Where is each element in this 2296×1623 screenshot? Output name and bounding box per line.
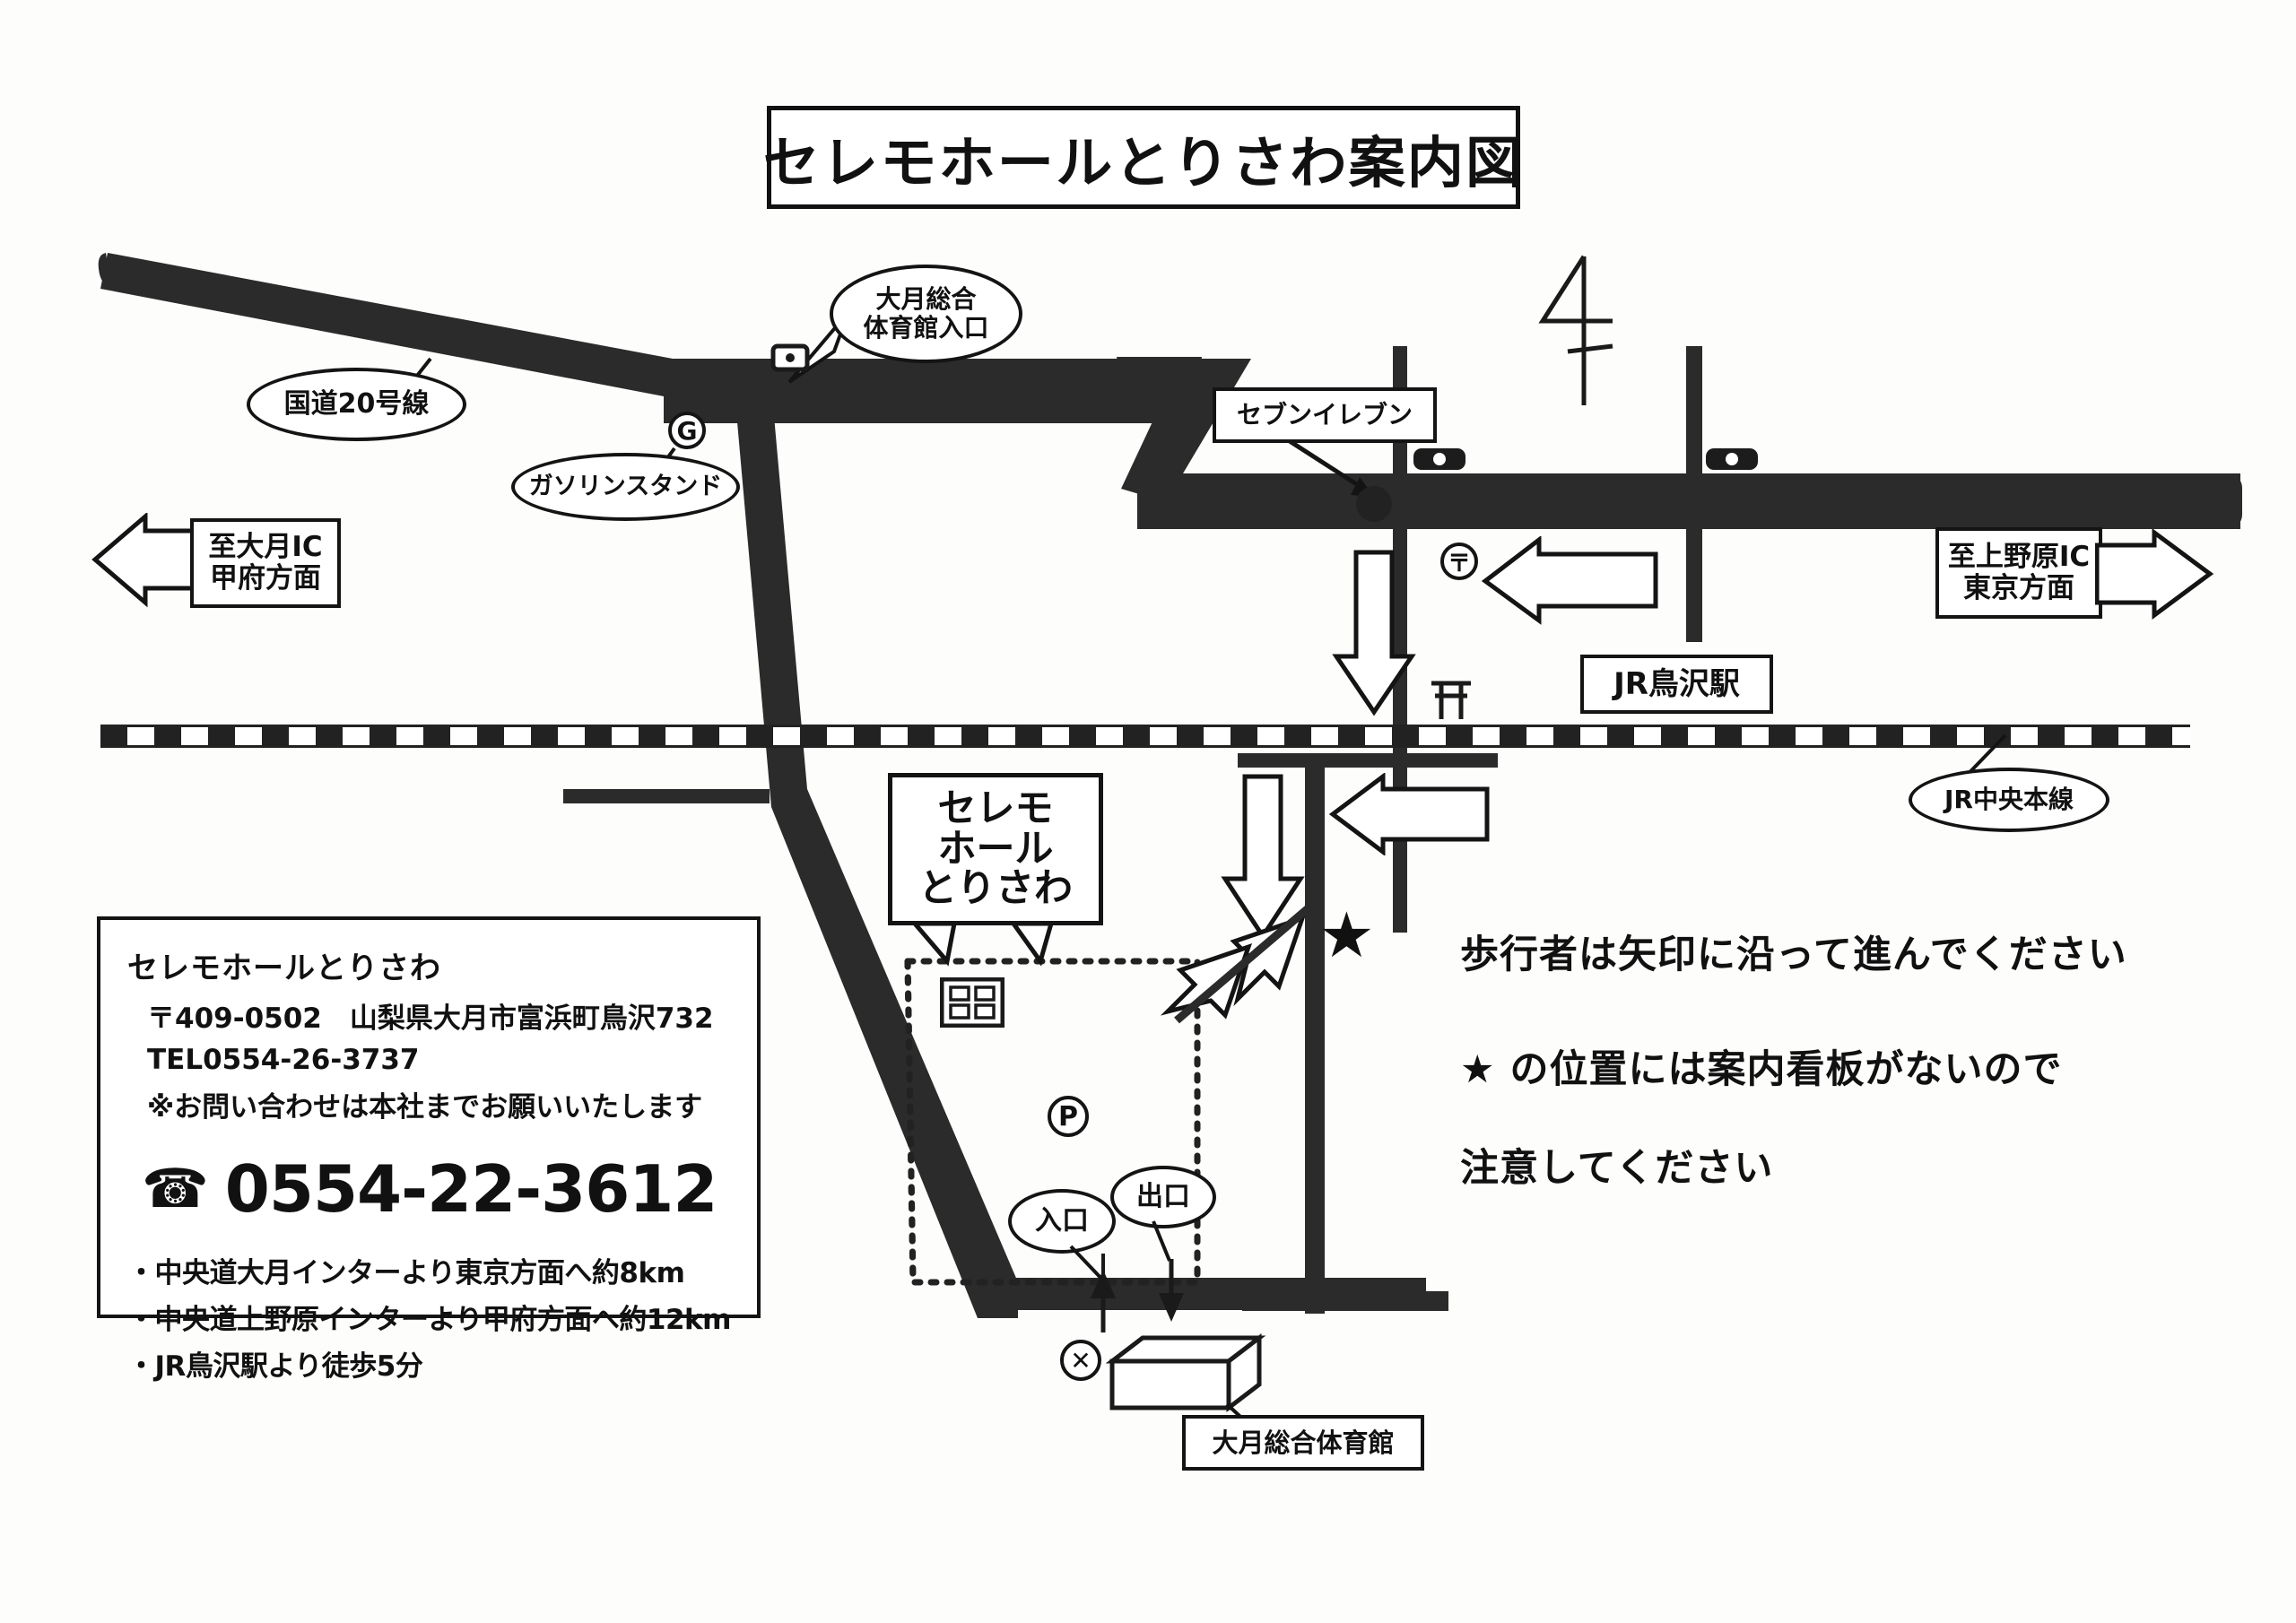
gym-entrance-marker xyxy=(770,343,810,372)
page-title-box: セレモホールとりさわ案内図 xyxy=(763,106,1522,209)
hall-label-tail xyxy=(909,922,1055,967)
seven-eleven-callout-leader xyxy=(1288,438,1374,497)
post-office-icon: 〒 xyxy=(1440,542,1478,580)
pedestrian-arrow-diagonal-2 xyxy=(1160,902,1314,1024)
exit-label: 出口 xyxy=(1110,1166,1216,1228)
parking-icon: P xyxy=(1048,1096,1089,1137)
jr-railway-line xyxy=(100,725,2190,748)
gym-entrance-label: 大月総合 体育館入口 xyxy=(830,265,1022,363)
gymnasium-label: 大月総合体育館 xyxy=(1182,1415,1424,1471)
direction-sign-left-arrow xyxy=(91,513,206,608)
lot-divider-tick xyxy=(1101,1254,1105,1325)
pedestrian-arrow-down-1 xyxy=(1332,550,1416,716)
postal-address: 〒409-0502 山梨県大月市富浜町鳥沢732 xyxy=(147,1002,714,1035)
company-name: セレモホールとりさわ xyxy=(127,950,441,986)
building-icon xyxy=(940,977,1004,1028)
pedestrian-arrow-down-2 xyxy=(1221,774,1305,941)
tel-small: TEL0554-26-3737 xyxy=(147,1044,420,1076)
hall-label: セレモ ホール とりさわ xyxy=(888,773,1103,925)
direction-sign-right: 至上野原IC 東京方面 xyxy=(1935,527,2102,619)
note-pedestrian: 歩行者は矢印に沿って進んでください xyxy=(1460,933,2127,977)
jr-line-label: JR中央本線 xyxy=(1909,768,2109,832)
seven-eleven-dot xyxy=(1356,486,1392,522)
direction-sign-left: 至大月IC 甲府方面 xyxy=(190,518,341,608)
jr-station-label: JR鳥沢駅 xyxy=(1580,655,1773,714)
note-caution: 注意してください xyxy=(1460,1146,1774,1191)
gas-station-label: ガソリンスタンド xyxy=(511,453,740,521)
entrance-arrow-up-icon xyxy=(1069,1245,1116,1332)
seven-eleven-label: セブンイレブン xyxy=(1213,387,1437,443)
access-item: ・JR鳥沢駅より徒歩5分 xyxy=(127,1350,423,1383)
access-item: ・中央道上野原インターより甲府方面へ約12km xyxy=(127,1304,731,1336)
exit-arrow-down-icon xyxy=(1152,1220,1184,1322)
pedestrian-arrow-left-1 xyxy=(1481,536,1658,625)
pedestrian-arrow-left-2 xyxy=(1328,773,1490,855)
traffic-signal-west xyxy=(1413,448,1465,470)
gymnasium-building-icon xyxy=(1105,1332,1266,1413)
school-x-icon: ✕ xyxy=(1060,1340,1101,1381)
torii-icon xyxy=(1431,681,1471,719)
page-title: セレモホールとりさわ案内図 xyxy=(762,129,1525,195)
gas-station-icon: G xyxy=(668,412,706,449)
traffic-signal-east xyxy=(1706,448,1758,470)
entrance-label: 入口 xyxy=(1008,1189,1116,1254)
direction-sign-right-arrow xyxy=(2095,529,2214,620)
access-list: ・中央道大月インターより東京方面へ約8km ・中央道上野原インターより甲府方面へ… xyxy=(127,1250,732,1384)
route20-label: 国道20号線 xyxy=(247,368,466,441)
primary-phone: ☎ 0554-22-3612 xyxy=(127,1151,732,1227)
primary-phone-number: 0554-22-3612 xyxy=(224,1151,718,1227)
access-item: ・中央道大月インターより東京方面へ約8km xyxy=(127,1257,685,1289)
telephone-icon: ☎ xyxy=(142,1158,209,1220)
info-panel: セレモホールとりさわ 〒409-0502 山梨県大月市富浜町鳥沢732 TEL0… xyxy=(97,916,761,1383)
note-star: ★ の位置には案内看板がないので xyxy=(1460,1047,2063,1092)
contact-note: ※お問い合わせは本社までお願いいたします xyxy=(147,1091,703,1124)
star-marker-icon: ★ xyxy=(1318,898,1375,972)
north-arrow-icon xyxy=(1538,255,1613,405)
